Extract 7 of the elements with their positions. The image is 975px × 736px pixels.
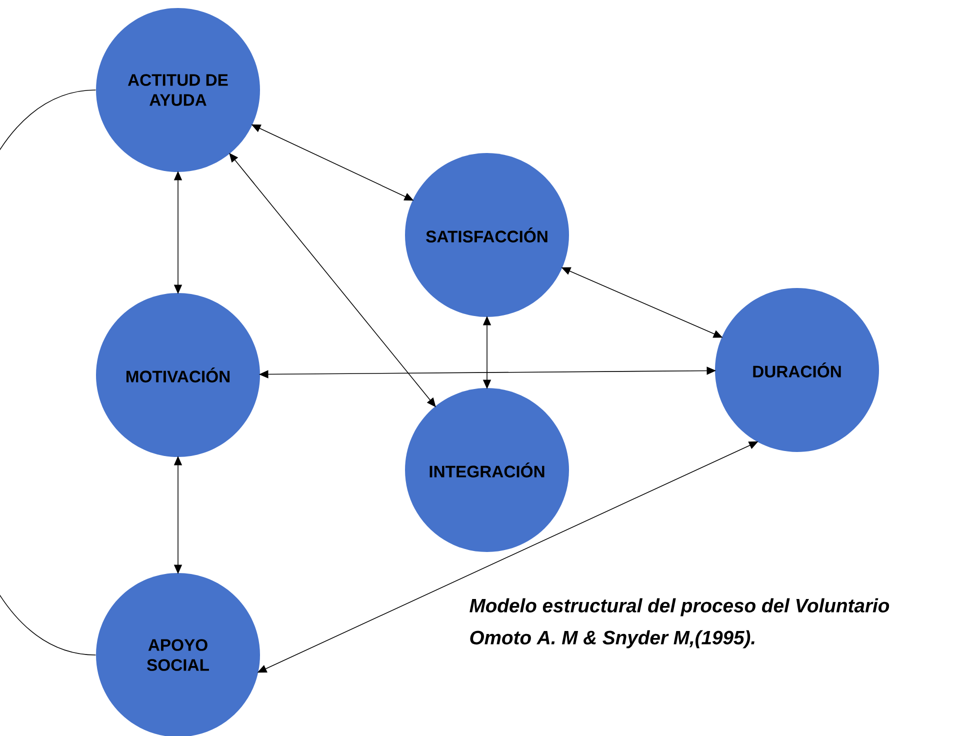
circle-node: DURACIÓN <box>715 288 879 452</box>
connector-line <box>0 90 96 656</box>
circle-node: MOTIVACIÓN <box>96 293 260 457</box>
circle-node: SATISFACCIÓN <box>405 153 569 317</box>
circle-node: ACTITUD DE AYUDA <box>96 8 260 172</box>
circle-node: INTEGRACIÓN <box>405 388 569 552</box>
caption: Modelo estructural del proceso del Voluntario Omoto A. M & Snyder M,(1995). <box>470 598 890 648</box>
